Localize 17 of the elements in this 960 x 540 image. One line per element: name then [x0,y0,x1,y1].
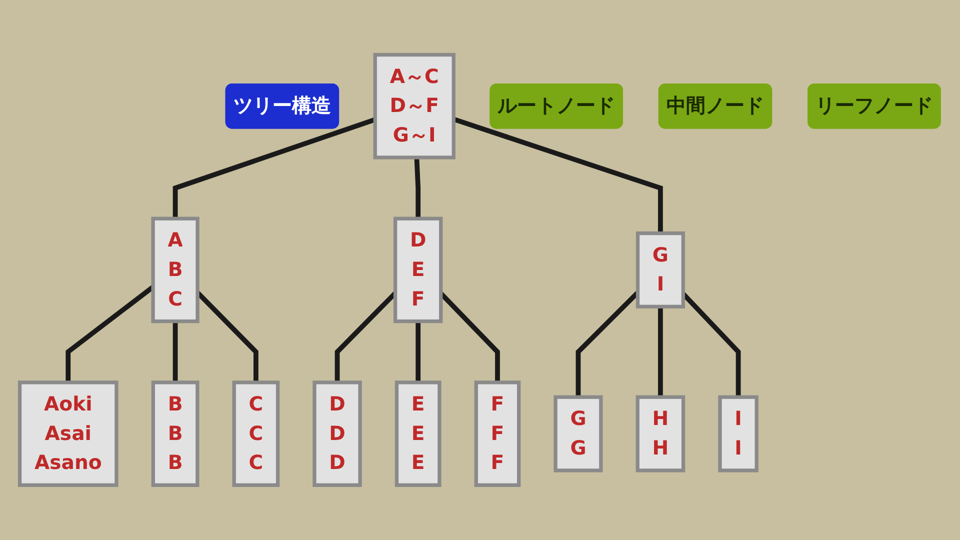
node-box: G G [554,395,603,472]
connector [658,306,663,398]
node-box: E E E [394,380,442,487]
node-box: D E F [393,216,443,324]
node-box: G I [636,231,685,308]
node-box: Aoki Asai Asano [18,380,118,487]
node-box: B B B [151,380,200,487]
connector [414,157,421,219]
node-box: F F F [474,380,521,487]
connector [416,321,421,382]
node-box: C C C [232,380,280,487]
connector [172,321,178,382]
node-box: H H [636,395,686,472]
node-box: A B C [151,216,200,324]
node-box: I I [718,395,758,472]
node-box: A～C D～F G～I [373,53,456,160]
node-box: D D D [312,380,362,487]
